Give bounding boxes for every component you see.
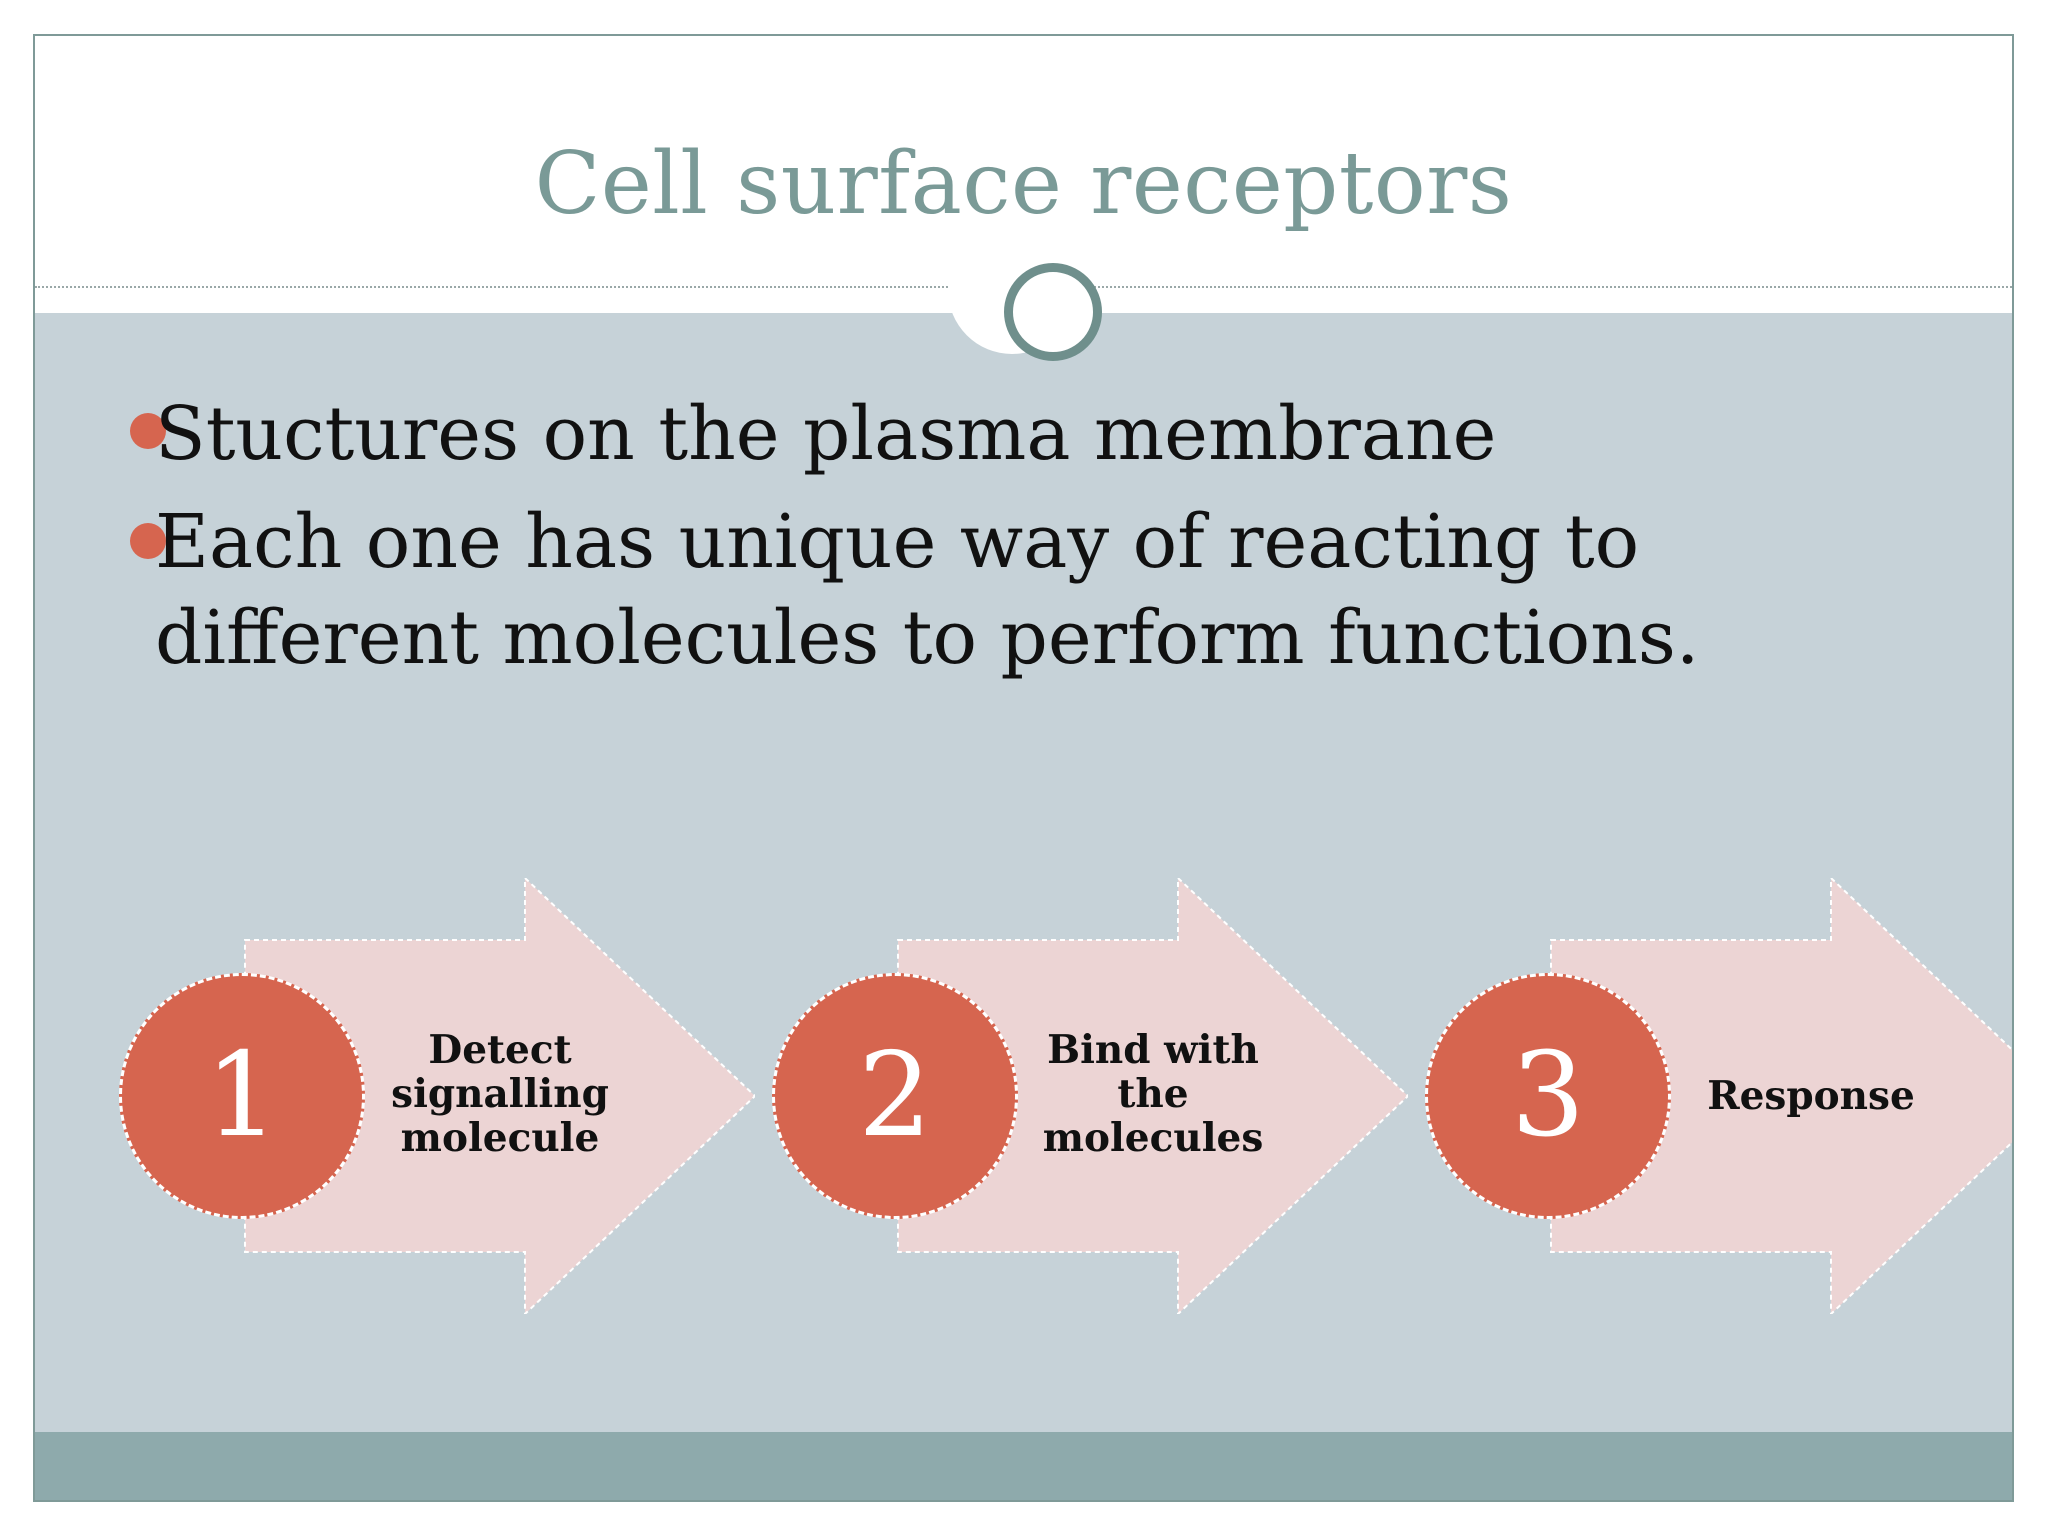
process-step-3: 3 Response — [1391, 878, 2012, 1314]
bullet-item: Each one has unique way of reacting to d… — [155, 499, 1700, 681]
step-label: Response — [1707, 1073, 1915, 1119]
slide: Cell surface receptors Stuctures on the … — [33, 34, 2014, 1502]
bullet-dot-icon — [130, 523, 166, 559]
arrow-shape — [1550, 878, 2012, 1314]
step-number-badge: 1 — [119, 973, 365, 1219]
step-number-badge: 3 — [1425, 973, 1671, 1219]
step-label: Detect signalling molecule — [391, 1027, 609, 1161]
footer-band — [35, 1432, 2012, 1500]
arrow-shape — [897, 878, 1408, 1314]
bullet-dot-icon — [130, 413, 166, 449]
slide-title: Cell surface receptors — [534, 134, 1513, 234]
step-number-badge: 2 — [772, 973, 1018, 1219]
step-label: Bind with the molecules — [1042, 1027, 1264, 1161]
title-ring-icon — [1004, 263, 1102, 361]
process-step-2: 2 Bind with the molecules — [738, 878, 1408, 1314]
arrow-shape — [244, 878, 755, 1314]
bullet-item: Stuctures on the plasma membrane — [155, 391, 1497, 477]
process-step-1: 1 Detect signalling molecule — [85, 878, 755, 1314]
